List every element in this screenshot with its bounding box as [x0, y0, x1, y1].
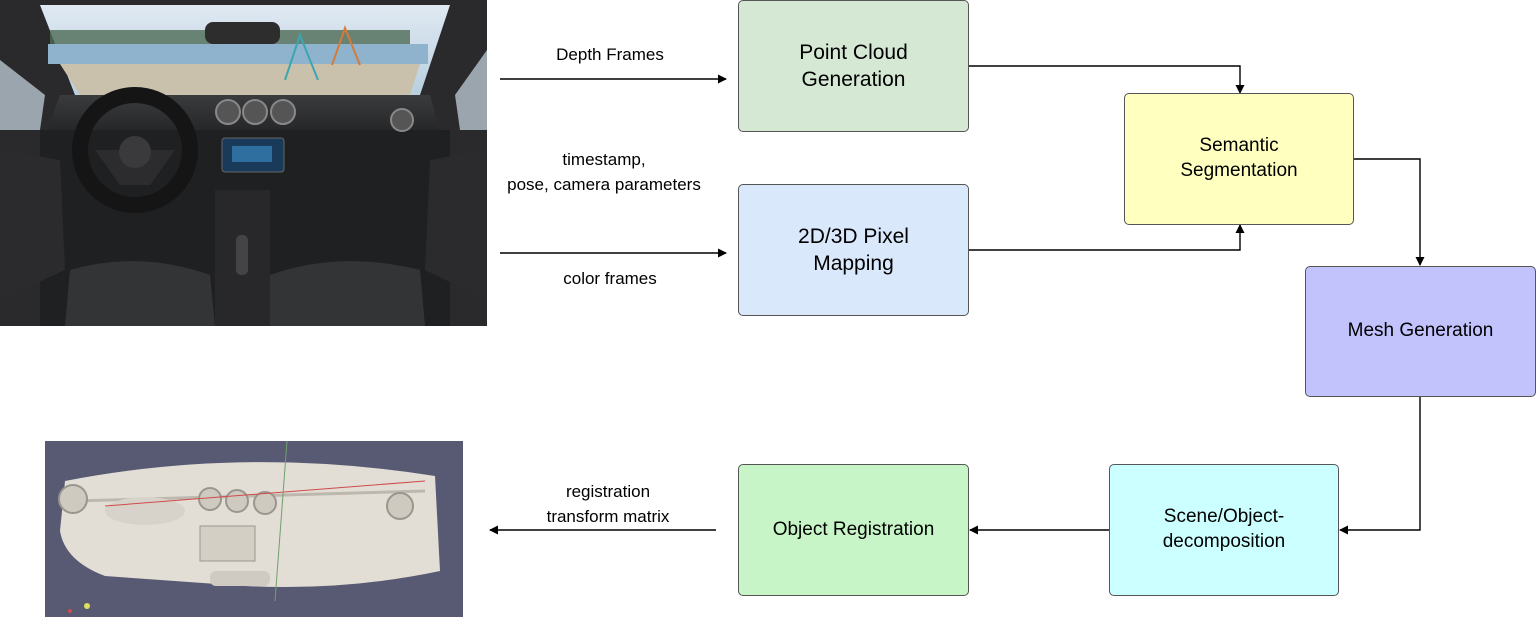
- car-interior-photo: [0, 0, 487, 326]
- arrow-semantic-to-mesh: [1354, 158, 1425, 266]
- arrow-pixelmap-to-semantic: [969, 224, 1245, 251]
- dashboard-mesh-render: [45, 441, 463, 617]
- label-registration-transform: registration transform matrix: [546, 482, 670, 526]
- semantic-segmentation-box: Semantic Segmentation: [1124, 93, 1354, 225]
- point-cloud-generation-box: Point Cloud Generation: [738, 0, 969, 132]
- scene-object-decomposition-box: Scene/Object- decomposition: [1109, 464, 1339, 596]
- pixel-mapping-box: 2D/3D Pixel Mapping: [738, 184, 969, 316]
- label-timestamp-pose: timestamp, pose, camera parameters: [507, 150, 701, 194]
- object-registration-box: Object Registration: [738, 464, 969, 596]
- arrow-mesh-to-scene: [1339, 397, 1421, 535]
- label-color-frames: color frames: [563, 269, 657, 288]
- label-depth-frames: Depth Frames: [556, 45, 664, 64]
- mesh-generation-box: Mesh Generation: [1305, 266, 1536, 397]
- arrow-pointcloud-to-semantic: [969, 65, 1245, 94]
